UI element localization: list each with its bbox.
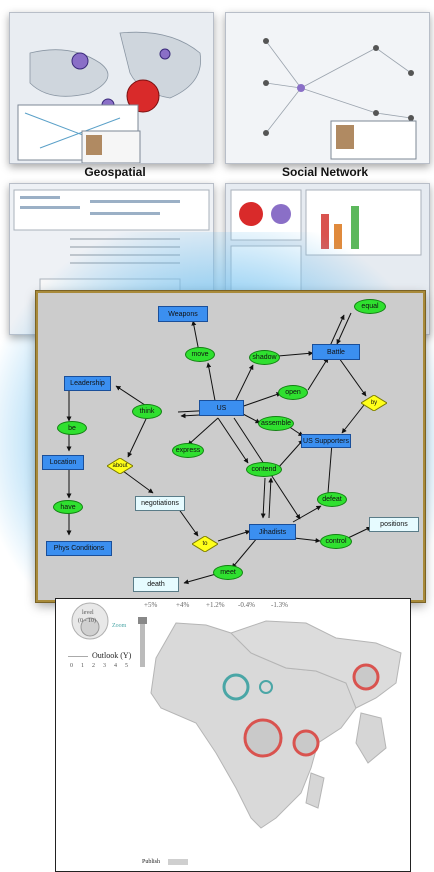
outlook-tick-0[interactable]: 0: [70, 663, 73, 669]
stat-5: -1.3%: [271, 601, 288, 609]
diamond-shape: [192, 536, 218, 552]
node-jihadists[interactable]: Jihadists: [249, 524, 296, 540]
node-phys-conditions[interactable]: Phys Conditions: [46, 541, 112, 556]
level-legend-icon: [71, 602, 109, 640]
node-assemble[interactable]: assemble: [258, 416, 294, 431]
publish-label[interactable]: Publish: [142, 859, 161, 865]
outlook-label: Outlook (Y): [92, 651, 132, 660]
node-by[interactable]: by: [361, 395, 387, 411]
node-by-label: by: [370, 400, 378, 406]
node-death[interactable]: death: [133, 577, 179, 592]
node-leadership[interactable]: Leadership: [64, 376, 111, 391]
node-be[interactable]: be: [57, 421, 87, 435]
node-shadow[interactable]: shadow: [249, 350, 280, 365]
region-map[interactable]: [56, 613, 410, 863]
node-have[interactable]: have: [53, 500, 83, 514]
node-equal[interactable]: equal: [354, 299, 386, 314]
stat-4: -0.4%: [238, 601, 255, 609]
stat-3: +1.2%: [206, 601, 225, 609]
outlook-line-icon: [68, 656, 88, 657]
node-weapons[interactable]: Weapons: [158, 306, 208, 322]
node-meet[interactable]: meet: [213, 565, 243, 580]
social-network-thumbnail-art: [226, 13, 429, 163]
level-label: level: [82, 610, 94, 616]
node-think[interactable]: think: [132, 404, 162, 419]
outlook-tick-2[interactable]: 2: [92, 663, 95, 669]
node-positions[interactable]: positions: [369, 517, 419, 532]
node-move[interactable]: move: [185, 347, 215, 362]
node-negotiations[interactable]: negotiations: [135, 496, 185, 511]
node-us-supporters[interactable]: US Supporters: [301, 434, 351, 448]
geospatial-caption: Geospatial: [84, 165, 146, 179]
diamond-shape: [107, 458, 133, 474]
node-contend[interactable]: contend: [246, 462, 282, 477]
node-about[interactable]: about: [107, 458, 133, 474]
outlook-tick-5[interactable]: 5: [125, 663, 128, 669]
node-to[interactable]: to: [192, 536, 218, 552]
outlook-tick-1[interactable]: 1: [81, 663, 84, 669]
node-open[interactable]: open: [278, 385, 308, 400]
node-to-label: to: [202, 541, 208, 547]
outlook-tick-4[interactable]: 4: [114, 663, 117, 669]
node-us[interactable]: US: [199, 400, 244, 416]
node-control[interactable]: control: [320, 534, 352, 549]
map-dashboard-card: +5% +4% +1.2% -0.4% -1.3% level (0 - 10)…: [55, 598, 411, 872]
geospatial-thumbnail[interactable]: [9, 12, 214, 164]
diamond-shape: [361, 395, 387, 411]
graph-edges: [66, 312, 372, 585]
geospatial-thumbnail-art: [10, 13, 213, 163]
social-network-caption: Social Network: [281, 165, 369, 179]
zoom-slider[interactable]: [140, 617, 145, 667]
outlook-tick-3[interactable]: 3: [103, 663, 106, 669]
level-zoom-link[interactable]: Zoom: [112, 623, 127, 629]
level-range: (0 - 10): [78, 618, 96, 624]
node-battle[interactable]: Battle: [312, 344, 360, 360]
node-defeat[interactable]: defeat: [317, 492, 347, 507]
stat-2: +4%: [176, 601, 190, 609]
concept-graph-panel: Weapons Battle Leadership US US Supporte…: [36, 291, 425, 602]
node-location[interactable]: Location: [42, 455, 84, 470]
zoom-handle[interactable]: [138, 617, 147, 624]
node-express[interactable]: express: [172, 443, 204, 458]
social-network-thumbnail[interactable]: [225, 12, 430, 164]
stat-1: +5%: [144, 601, 158, 609]
node-about-label: about: [112, 463, 128, 469]
publish-icons[interactable]: [168, 859, 188, 865]
